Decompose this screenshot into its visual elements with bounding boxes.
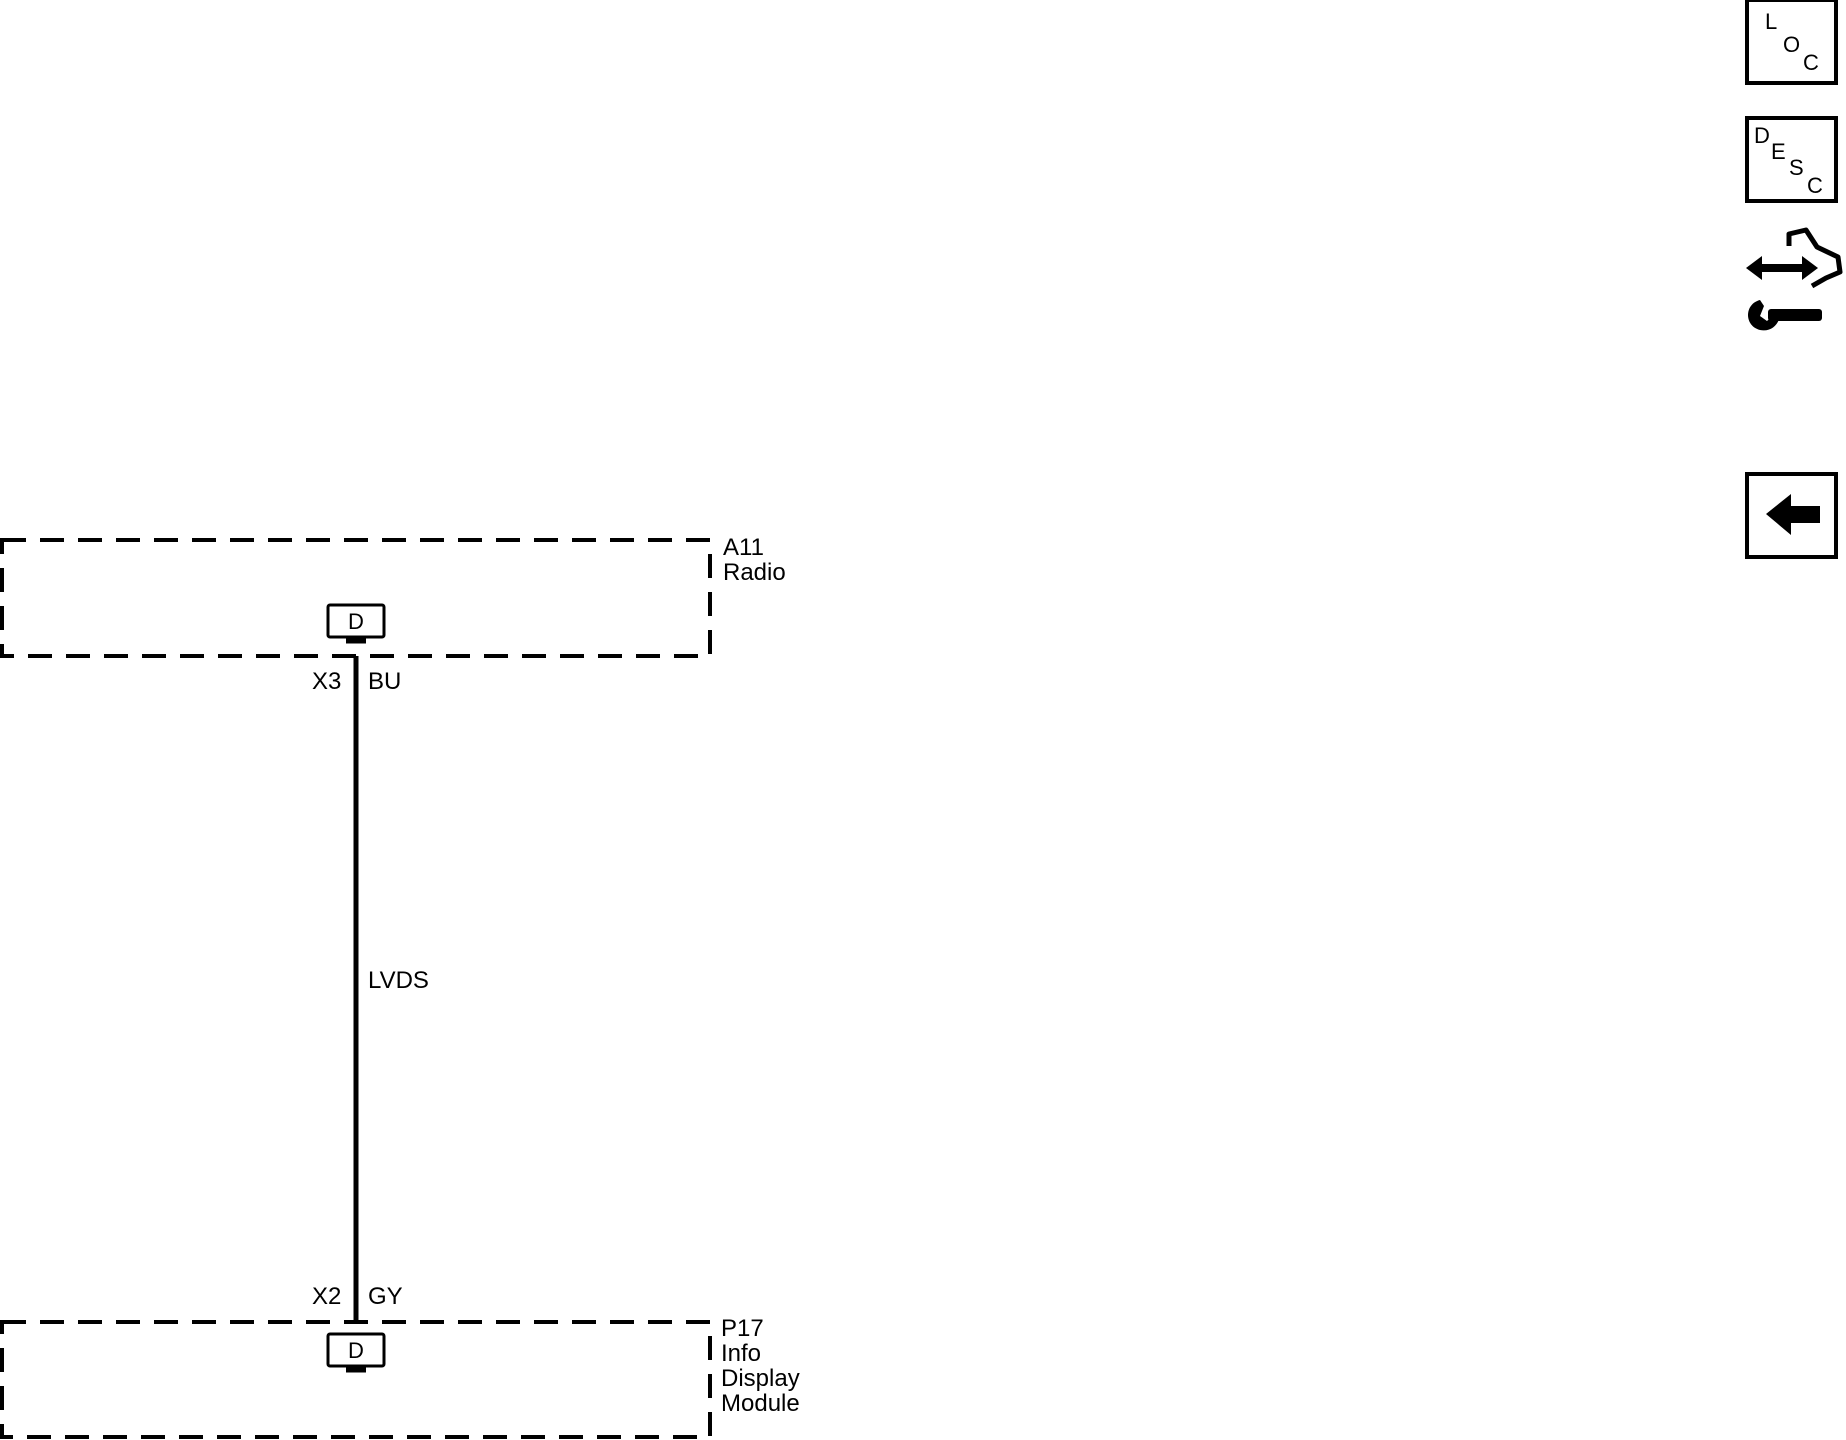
desc-icon-letter-2: E	[1771, 139, 1786, 164]
loc-icon-letter-3: C	[1803, 50, 1819, 75]
display-wire-color: GY	[368, 1283, 403, 1310]
display-lvds-connector-icon: D	[326, 1332, 386, 1373]
radio-connector-symbol-letter: D	[348, 609, 364, 634]
desc-icon-letter-3: S	[1789, 155, 1804, 180]
loc-icon-letter-1: L	[1765, 9, 1777, 34]
module-radio[interactable]: A11 Radio	[0, 534, 786, 658]
display-connector-symbol-letter: D	[348, 1338, 364, 1363]
module-display-name-line-1: Info	[721, 1340, 761, 1367]
radio-connector-label: X3	[312, 668, 341, 695]
module-radio-id: A11	[723, 534, 764, 561]
wire-signal-label: LVDS	[368, 967, 429, 994]
back-arrow-icon[interactable]	[1745, 472, 1838, 559]
connector-repair-icon[interactable]	[1746, 227, 1843, 331]
loc-icon-letter-2: O	[1783, 32, 1800, 57]
display-connector-label: X2	[312, 1283, 341, 1310]
loc-icon[interactable]: L O C	[1745, 0, 1838, 85]
module-display-id: P17	[721, 1315, 764, 1342]
module-radio-name: Radio	[723, 559, 786, 586]
module-display[interactable]: P17 Info Display Module	[0, 1315, 800, 1439]
module-display-name-line-3: Module	[721, 1390, 800, 1417]
desc-icon-letter-4: C	[1807, 173, 1823, 198]
module-display-name-line-2: Display	[721, 1365, 800, 1392]
desc-icon[interactable]: D E S C	[1745, 116, 1838, 203]
desc-icon-letter-1: D	[1754, 123, 1770, 148]
radio-lvds-connector-icon: D	[326, 603, 386, 644]
radio-wire-color: BU	[368, 668, 401, 695]
module-display-boundary	[0, 1320, 712, 1439]
